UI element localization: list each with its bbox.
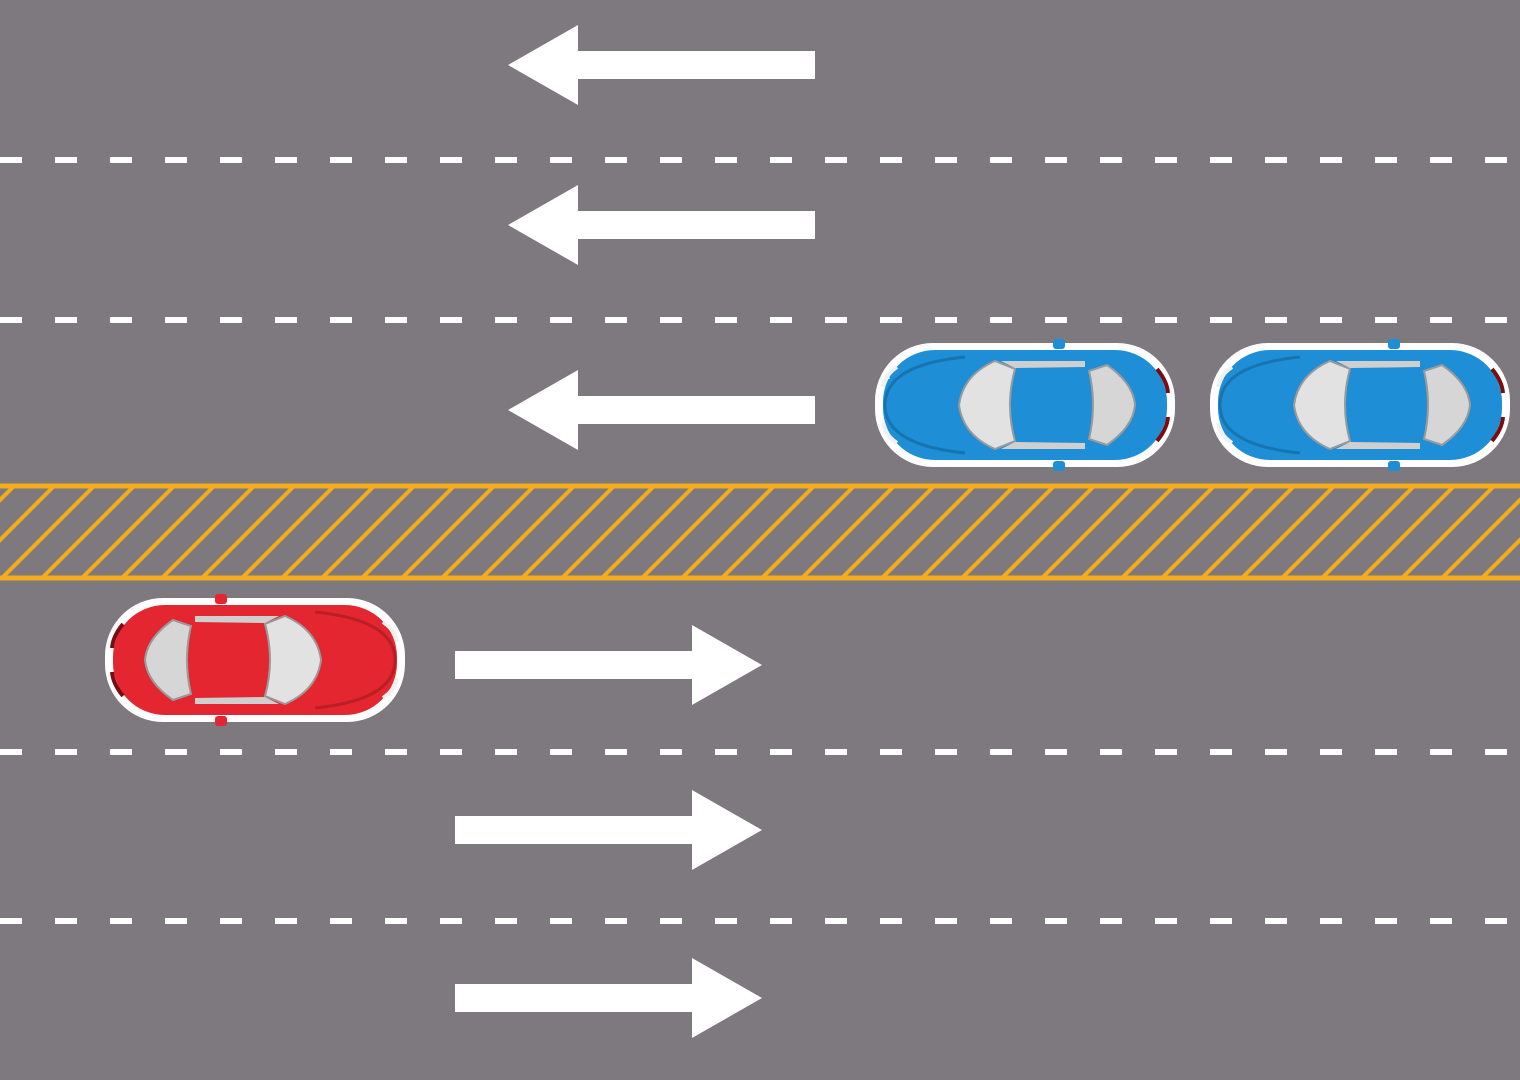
median-hatch-line bbox=[278, 484, 378, 580]
median-hatch-line bbox=[1398, 484, 1498, 580]
median-hatch-line bbox=[438, 484, 538, 580]
median-hatch-line bbox=[1038, 484, 1138, 580]
lane-arrows bbox=[455, 25, 815, 1038]
median-hatch-line bbox=[678, 484, 778, 580]
median-hatch-line bbox=[1198, 484, 1298, 580]
arrow-right-lane-4 bbox=[455, 625, 762, 705]
median-hatch-line bbox=[0, 484, 98, 580]
median-hatch-line bbox=[318, 484, 418, 580]
arrow-left-lane-3 bbox=[508, 370, 815, 450]
arrow-left-lane-1 bbox=[508, 25, 815, 105]
arrow-left-lane-2 bbox=[508, 185, 815, 265]
median-hatch-line bbox=[758, 484, 858, 580]
median-hatch-line bbox=[118, 484, 218, 580]
median-hatch-line bbox=[158, 484, 258, 580]
median-hatch-line bbox=[238, 484, 338, 580]
median-hatch-line bbox=[198, 484, 298, 580]
median-hatch-line bbox=[838, 484, 938, 580]
median-hatch-line bbox=[38, 484, 138, 580]
blue-car-1 bbox=[873, 337, 1177, 473]
median-hatch-line bbox=[558, 484, 658, 580]
median-hatch-line bbox=[1158, 484, 1258, 580]
median-hatch-line bbox=[718, 484, 818, 580]
median-hatch-line bbox=[1118, 484, 1218, 580]
median-hatch-line bbox=[358, 484, 458, 580]
blue-car-2 bbox=[1208, 337, 1512, 473]
median-hatch-line bbox=[398, 484, 498, 580]
median-hatch-line bbox=[998, 484, 1098, 580]
median-hatch-line bbox=[1358, 484, 1458, 580]
red-car bbox=[103, 592, 407, 728]
median-hatch-line bbox=[918, 484, 1018, 580]
median-hatch-line bbox=[1438, 497, 1520, 580]
median-hatch-line bbox=[798, 484, 898, 580]
median-hatch-line bbox=[518, 484, 618, 580]
median-hatch-line bbox=[78, 484, 178, 580]
median-hatch-line bbox=[878, 484, 978, 580]
center-median-hatched bbox=[0, 483, 1520, 581]
median-hatch-line bbox=[478, 484, 578, 580]
median-hatch-line bbox=[958, 484, 1058, 580]
median-hatch-line bbox=[1238, 484, 1338, 580]
median-hatch-line bbox=[0, 484, 58, 543]
median-hatch-line bbox=[598, 484, 698, 580]
median-hatch-line bbox=[1478, 537, 1520, 580]
arrow-right-lane-6 bbox=[455, 958, 762, 1038]
median-hatch-line bbox=[1078, 484, 1178, 580]
median-hatch-line bbox=[1278, 484, 1378, 580]
median-hatch-line bbox=[638, 484, 738, 580]
arrow-right-lane-5 bbox=[455, 790, 762, 870]
lane-dividers bbox=[0, 157, 1520, 924]
median-hatch-line bbox=[1318, 484, 1418, 580]
